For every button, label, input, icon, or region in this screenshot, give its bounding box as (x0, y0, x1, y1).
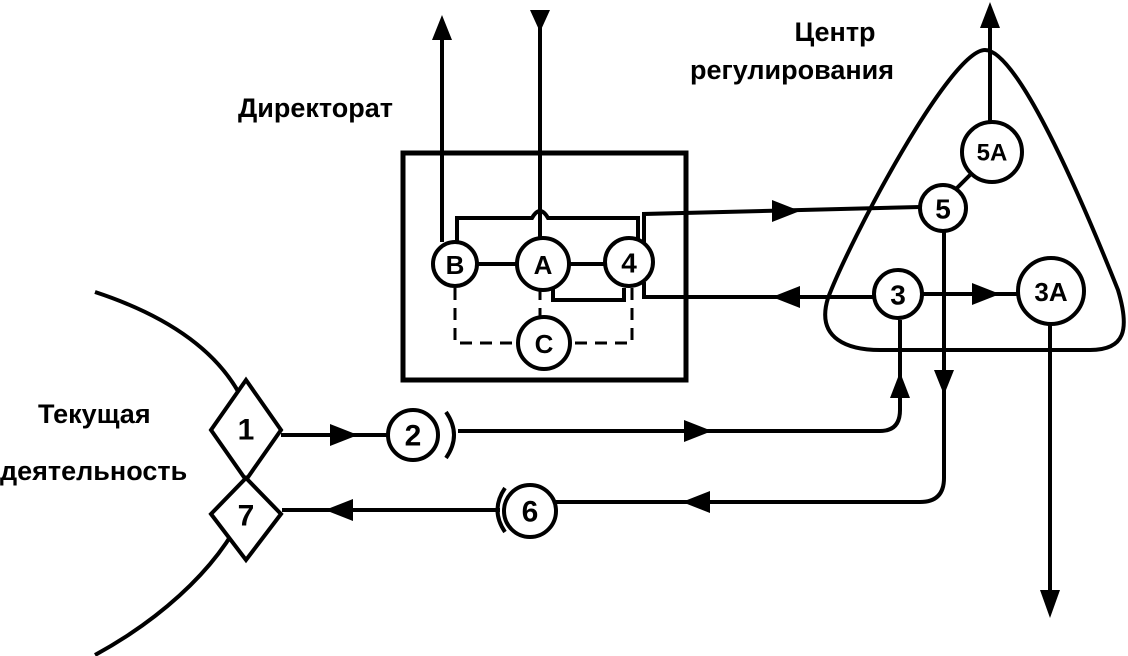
node-c: C (516, 315, 572, 371)
control-center-boundary (823, 47, 1126, 352)
current-activity-label-line1: Текущая (38, 399, 151, 429)
arrow-4-to-5 (772, 200, 800, 222)
link-a-4-bottom (551, 288, 626, 302)
bracket-6 (495, 486, 507, 534)
directorate-label: Директорат (238, 93, 393, 123)
current-activity-label-line2: деятельность (0, 456, 188, 486)
svg-text:2: 2 (405, 420, 422, 453)
node-a: A (515, 236, 571, 292)
arrow-2-to-3-mid (684, 420, 712, 442)
node-b: B (431, 240, 479, 288)
arrow-5-to-6 (682, 491, 710, 513)
arrow-b-up (432, 15, 452, 40)
link-3-to-4 (642, 282, 875, 299)
link-2-to-3 (458, 320, 902, 433)
svg-text:3: 3 (890, 280, 906, 311)
svg-text:4: 4 (621, 248, 637, 279)
bracket-2 (444, 410, 456, 460)
arrow-2-to-3-up (890, 372, 910, 398)
arrow-3-to-3A (972, 283, 1000, 305)
svg-text:5: 5 (935, 194, 951, 225)
arrow-into-a (530, 10, 550, 32)
arrow-1-to-2 (330, 424, 358, 446)
link-5-to-6 (553, 230, 946, 504)
svg-text:B: B (446, 250, 465, 280)
svg-text:6: 6 (522, 496, 539, 529)
control-center-label-line2: регулирования (689, 55, 895, 85)
link-5-to-5A (953, 173, 972, 192)
link-4-to-5 (642, 205, 921, 248)
svg-text:5A: 5A (977, 140, 1008, 167)
svg-text:7: 7 (238, 500, 255, 533)
arrow-3-to-4 (772, 286, 800, 308)
svg-text:C: C (535, 329, 554, 359)
node-4: 4 (603, 236, 655, 288)
node-6: 6 (502, 483, 558, 539)
svg-text:1: 1 (238, 414, 255, 447)
arrow-5A-up (980, 2, 1000, 28)
node-7: 7 (208, 475, 284, 564)
node-5: 5 (918, 183, 968, 233)
arrow-5-down (934, 370, 954, 395)
node-3: 3 (872, 268, 924, 320)
node-5A: 5A (960, 120, 1024, 184)
directorate-box (400, 150, 689, 383)
control-center-label-line1: Центр (794, 17, 876, 47)
arrow-6-to-7 (325, 499, 353, 521)
svg-text:3A: 3A (1034, 277, 1067, 307)
node-3A: 3A (1016, 256, 1086, 326)
dashed-b-c (453, 288, 517, 345)
arrow-3A-down (1040, 590, 1060, 618)
node-1: 1 (208, 376, 284, 484)
node-2: 2 (386, 408, 440, 462)
svg-text:A: A (534, 250, 553, 280)
